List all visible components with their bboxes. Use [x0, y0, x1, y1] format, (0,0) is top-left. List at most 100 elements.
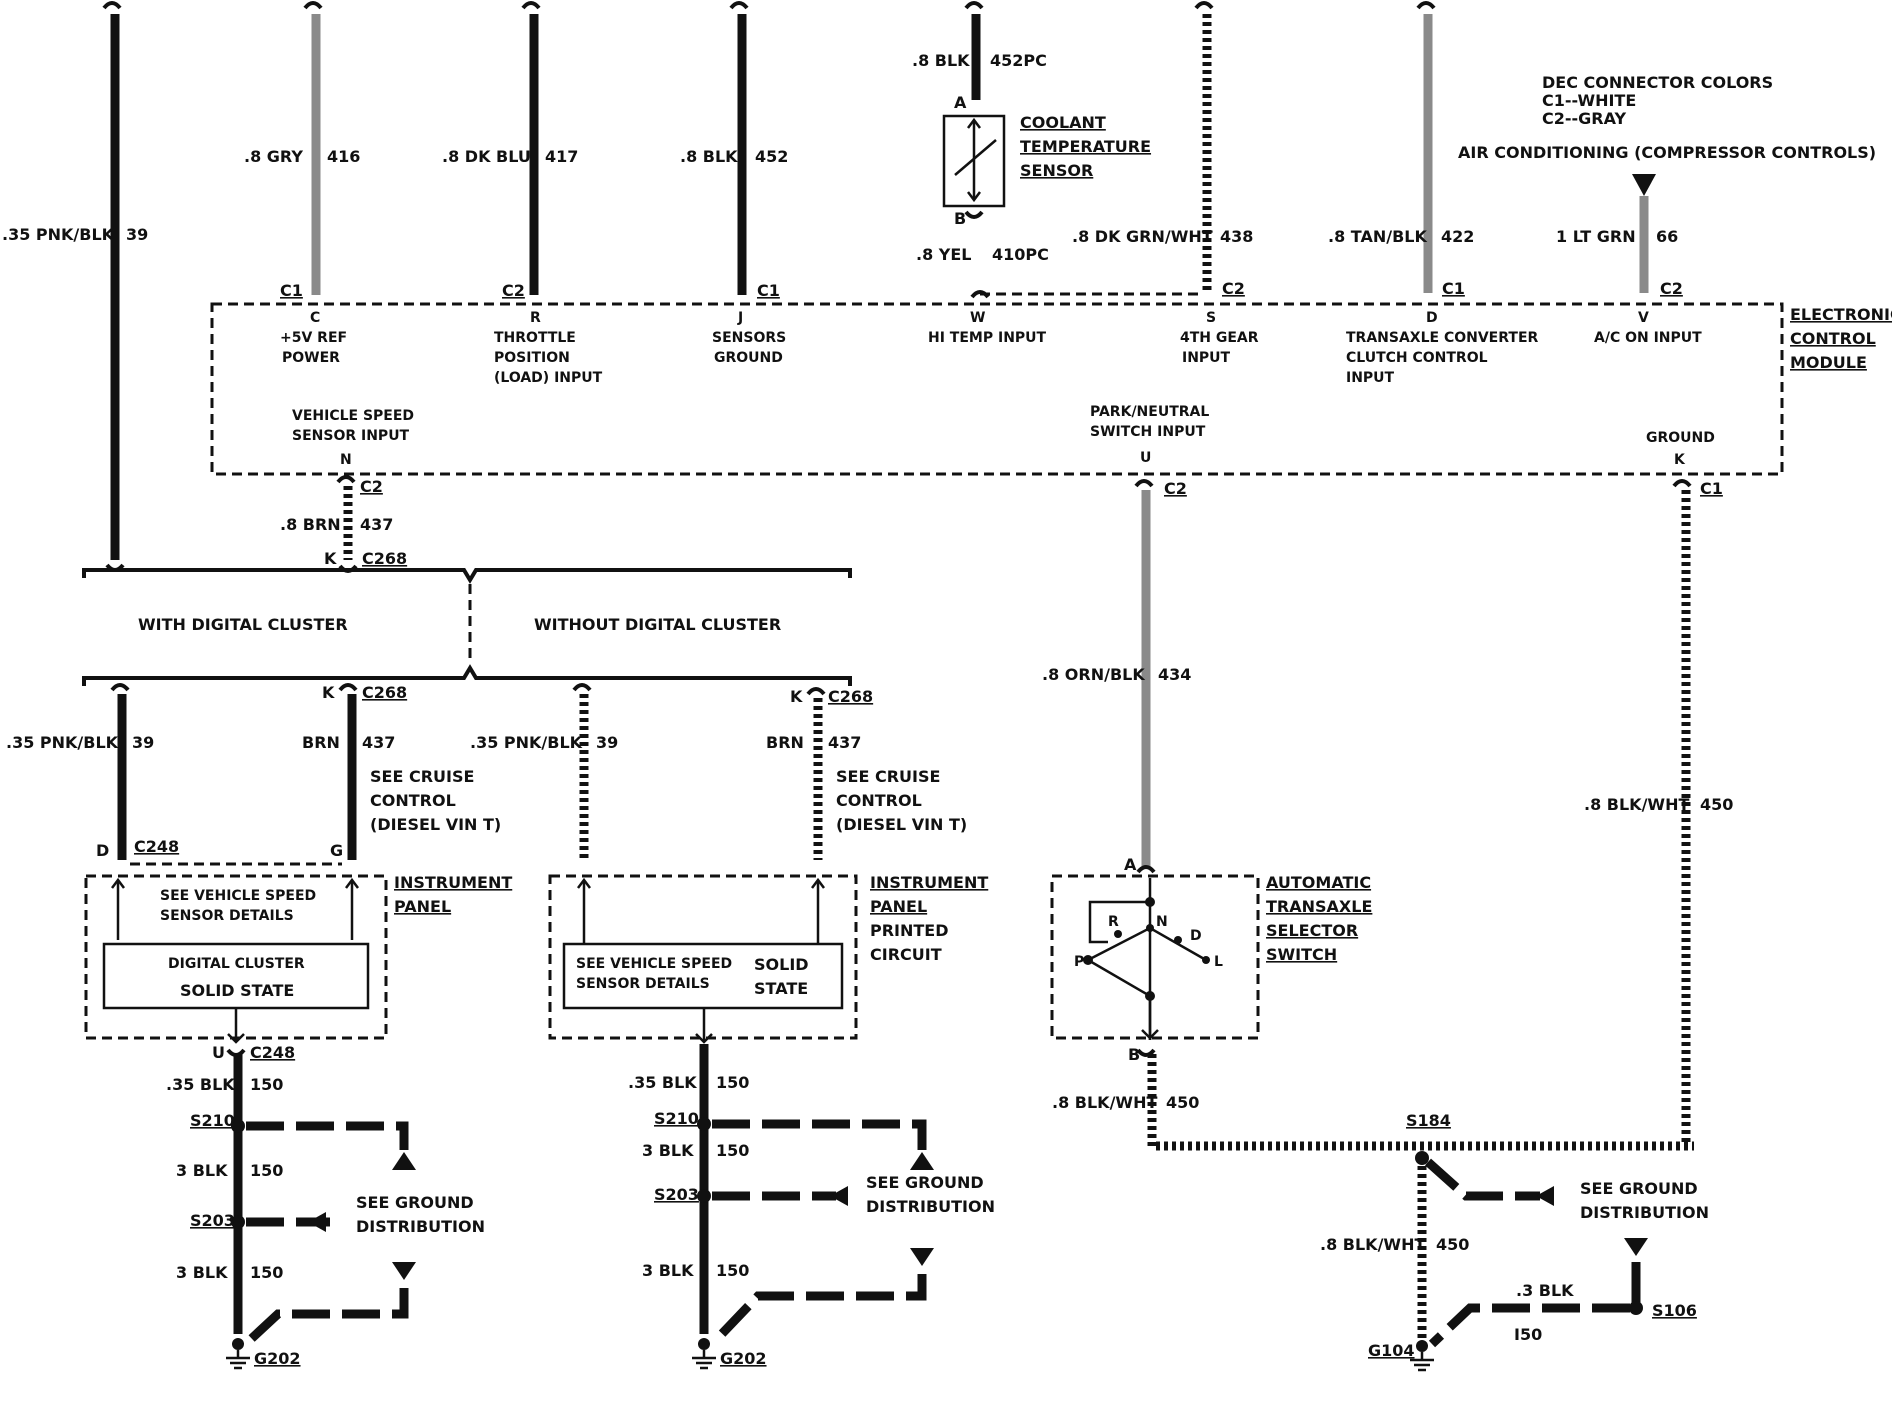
- wire-417: .8 DK BLU 417: [442, 1, 578, 295]
- arrow-icon: [1624, 1238, 1648, 1256]
- pin-w-connector: [970, 290, 990, 299]
- pin-desc: THROTTLE: [494, 330, 576, 346]
- s210-label: S210: [654, 1109, 699, 1128]
- wire-437-circuit: 437: [362, 733, 395, 752]
- g104-label: G104: [1368, 1341, 1415, 1360]
- pin-desc: SWITCH INPUT: [1090, 424, 1206, 440]
- w150c-circuit: 150: [250, 1263, 283, 1282]
- w450-color: .8 BLK/WHT: [1584, 795, 1689, 814]
- pin-desc: VEHICLE SPEED: [292, 408, 414, 424]
- w150a-circuit: 150: [250, 1075, 283, 1094]
- digital-cluster-box: [102, 942, 370, 1010]
- ground-icon: [1410, 1352, 1434, 1372]
- pin-g: G: [330, 841, 343, 860]
- pin-desc: (LOAD) INPUT: [494, 370, 603, 386]
- ecm-ground-circuit: C1 .8 BLK/WHT 450 S184 SEE GROUND DISTRI…: [1320, 479, 1733, 1372]
- pin-label: C: [310, 310, 320, 326]
- cluster-label-1: DIGITAL CLUSTER: [168, 956, 305, 972]
- pin-label: K: [1674, 452, 1686, 468]
- panel-label-1: INSTRUMENT: [870, 873, 988, 892]
- solid-state-box: [562, 942, 844, 1010]
- coolant-label-2: TEMPERATURE: [1020, 137, 1151, 156]
- wire-66-color: 1 LT GRN: [1556, 227, 1636, 246]
- selector-pin-a: A: [1124, 855, 1137, 874]
- wire-437-color: BRN: [302, 733, 340, 752]
- s203-label: S203: [190, 1211, 235, 1230]
- g202-label: G202: [254, 1349, 301, 1368]
- branch-brace-bottom: [82, 664, 852, 686]
- wire-452: .8 BLK 452: [680, 1, 788, 295]
- w150a-circuit: 150: [716, 1073, 749, 1092]
- w450b-circuit: 450: [1166, 1093, 1199, 1112]
- wire-437-color: .8 BRN: [280, 515, 341, 534]
- dec-note-title: DEC CONNECTOR COLORS: [1542, 73, 1773, 92]
- ground-dist-s210: [712, 1119, 927, 1150]
- solid-state-l1: SOLID: [754, 955, 809, 974]
- ecm-pin-c: C1 C +5V REF POWER: [280, 281, 347, 366]
- ground-dist-g202: [246, 1288, 409, 1344]
- ground-icon: [692, 1350, 716, 1370]
- ecm-title-1: ELECTRONIC: [1790, 305, 1892, 324]
- vss-details-l1: SEE VEHICLE SPEED: [576, 956, 732, 972]
- arrow-icon: [910, 1152, 934, 1170]
- splice-s203: [231, 1215, 245, 1229]
- vss-details-l2: SENSOR DETAILS: [160, 908, 294, 924]
- pin-label: V: [1638, 310, 1649, 326]
- pin-desc: GROUND: [1646, 430, 1715, 446]
- wire-39-circuit: 39: [132, 733, 154, 752]
- selector-switch-box: [1050, 874, 1260, 1040]
- w450b-color: .8 BLK/WHT: [1052, 1093, 1157, 1112]
- ground-dist-g202: [712, 1274, 927, 1344]
- wire-434-color: .8 ORN/BLK: [1042, 665, 1145, 684]
- connector-label: C1: [1700, 479, 1723, 498]
- see-cruise-l2: CONTROL: [836, 791, 922, 810]
- pin-desc: A/C ON INPUT: [1594, 330, 1702, 346]
- wire-437-circuit: 437: [828, 733, 861, 752]
- ground-dist-s210: [246, 1121, 409, 1150]
- g202-label: G202: [720, 1349, 767, 1368]
- c268-label: C268: [828, 687, 873, 706]
- splice-dot: [1416, 1340, 1428, 1352]
- ecm-pin-d: C1 D TRANSAXLE CONVERTER CLUTCH CONTROL …: [1346, 279, 1539, 386]
- dec-note-c2: C2--GRAY: [1542, 109, 1626, 128]
- see-ground-l1: SEE GROUND: [1580, 1179, 1698, 1198]
- panel-label-4: CIRCUIT: [870, 945, 942, 964]
- s184-label: S184: [1406, 1111, 1451, 1130]
- wire-452-color: .8 BLK: [680, 147, 738, 166]
- connector-label: C1: [1442, 279, 1465, 298]
- w150b-circuit: 150: [716, 1141, 749, 1160]
- wire-422-circuit: 422: [1441, 227, 1474, 246]
- wire-410pc-circuit: 410PC: [992, 245, 1049, 264]
- branch-with-label: WITH DIGITAL CLUSTER: [138, 615, 348, 634]
- wire-437-circuit: 437: [360, 515, 393, 534]
- connector-label: C2: [502, 281, 525, 300]
- arrow-icon: [830, 1186, 848, 1206]
- see-cruise-l2: CONTROL: [370, 791, 456, 810]
- see-ground-l2: DISTRIBUTION: [866, 1197, 995, 1216]
- see-ground-l2: DISTRIBUTION: [356, 1217, 485, 1236]
- splice-dot: [232, 1338, 244, 1350]
- splice-s203: [697, 1189, 711, 1203]
- splice-s106: [1629, 1301, 1643, 1315]
- pin-desc: HI TEMP INPUT: [928, 330, 1047, 346]
- splice-s210: [697, 1117, 711, 1131]
- pin-label: W: [970, 310, 985, 326]
- pin-desc: GROUND: [714, 350, 783, 366]
- selector-switch-circuit: C2 .8 ORN/BLK 434 A P R N D L AUTOMATIC …: [1042, 479, 1694, 1151]
- pin-desc: TRANSAXLE CONVERTER: [1346, 330, 1539, 346]
- ecm-box: [210, 302, 1784, 476]
- w450c-color: .8 BLK/WHT: [1320, 1235, 1425, 1254]
- wire-39-color: .35 PNK/BLK: [470, 733, 583, 752]
- selector-p: P: [1074, 954, 1084, 970]
- w150b-color: 3 BLK: [642, 1141, 694, 1160]
- pin-label: N: [340, 452, 352, 468]
- wire-39-color: .35 PNK/BLK: [2, 225, 115, 244]
- pin-desc: SENSORS: [712, 330, 786, 346]
- c268-pin: K: [790, 687, 803, 706]
- pin-desc: CLUTCH CONTROL: [1346, 350, 1488, 366]
- connector-label: C1: [280, 281, 303, 300]
- wire-39-color: .35 PNK/BLK: [6, 733, 119, 752]
- s106-label: S106: [1652, 1301, 1697, 1320]
- c268-pin: K: [322, 683, 335, 702]
- selector-d: D: [1190, 928, 1202, 944]
